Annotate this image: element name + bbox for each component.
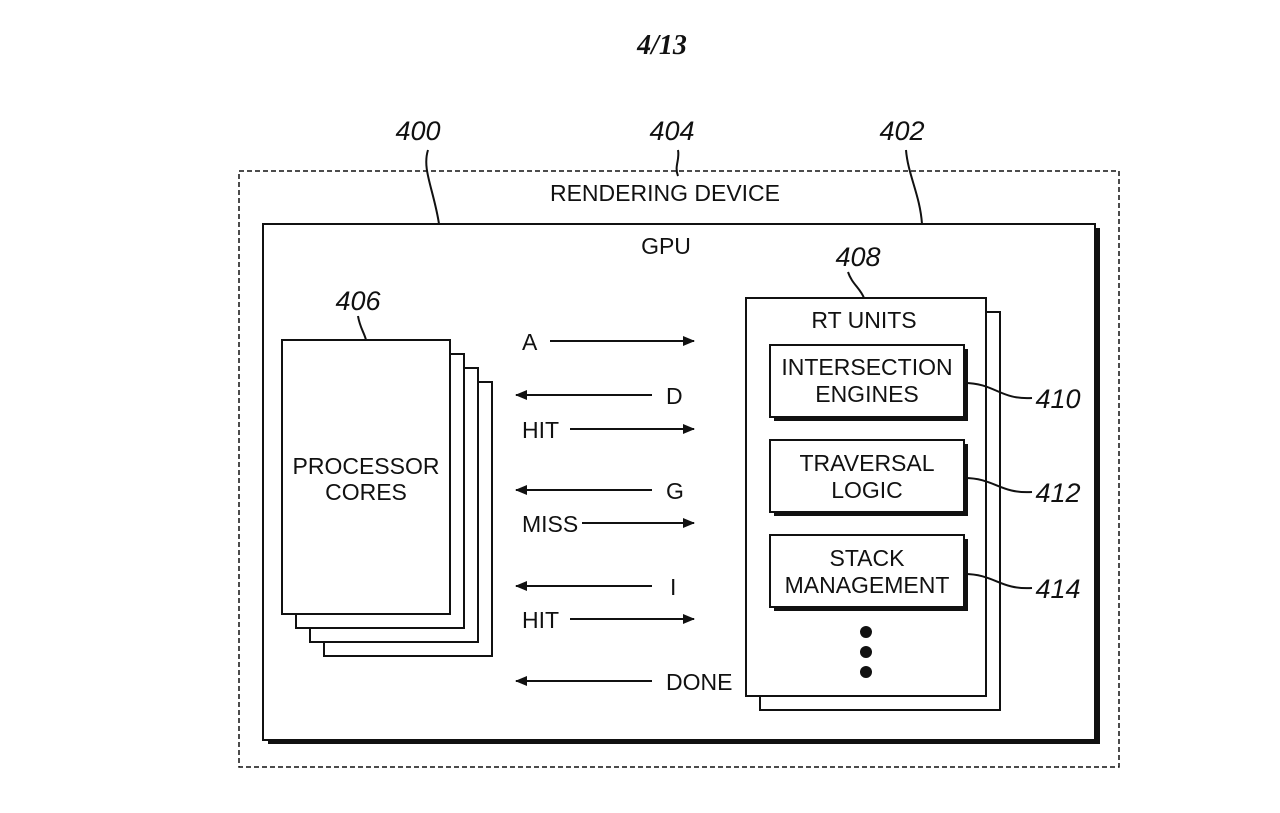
ellipsis-dot-1: [860, 626, 872, 638]
leader-412: [963, 477, 1033, 494]
leader-404: [675, 149, 680, 177]
leader-414: [963, 573, 1033, 590]
rendering-device-label: RENDERING DEVICE: [550, 180, 780, 206]
signal-hit-1-label: HIT: [522, 417, 559, 443]
signal-d-label: D: [666, 383, 683, 409]
ref-400: 400: [395, 116, 440, 146]
sheet-number: 4/13: [636, 30, 687, 61]
traversal-logic-line1: TRAVERSAL: [799, 450, 934, 476]
stack-management-box: [769, 534, 965, 608]
leader-406: [357, 315, 367, 341]
stack-management-line1: STACK: [830, 545, 906, 571]
processor-cores-label-line1: PROCESSOR: [293, 453, 440, 479]
ref-404: 404: [649, 116, 694, 146]
intersection-engines-line2: ENGINES: [815, 381, 919, 407]
ref-406: 406: [335, 286, 381, 316]
signal-i-label: I: [670, 574, 676, 600]
leader-410: [963, 382, 1033, 400]
signal-a-label: A: [522, 329, 538, 355]
leader-408: [847, 271, 865, 299]
leader-402: [905, 149, 923, 225]
rendering-device-box: [238, 170, 1120, 768]
intersection-engines-box: [769, 344, 965, 418]
traversal-logic-box: [769, 439, 965, 513]
rt-units-label: RT UNITS: [811, 307, 916, 333]
ellipsis-dot-3: [860, 666, 872, 678]
processor-cores-label-line2: CORES: [325, 479, 407, 505]
ref-408: 408: [835, 242, 880, 272]
ellipsis-dot-2: [860, 646, 872, 658]
ref-402: 402: [879, 116, 924, 146]
intersection-engines-line1: INTERSECTION: [781, 354, 952, 380]
signal-done-label: DONE: [666, 669, 732, 695]
ref-412: 412: [1035, 478, 1080, 508]
signal-hit-2-label: HIT: [522, 607, 559, 633]
signal-g-label: G: [666, 478, 684, 504]
gpu-label: GPU: [641, 233, 691, 259]
traversal-logic-line2: LOGIC: [831, 477, 903, 503]
signal-miss-label: MISS: [522, 511, 578, 537]
ref-410: 410: [1035, 384, 1080, 414]
stack-management-line2: MANAGEMENT: [785, 572, 950, 598]
ref-414: 414: [1035, 574, 1080, 604]
